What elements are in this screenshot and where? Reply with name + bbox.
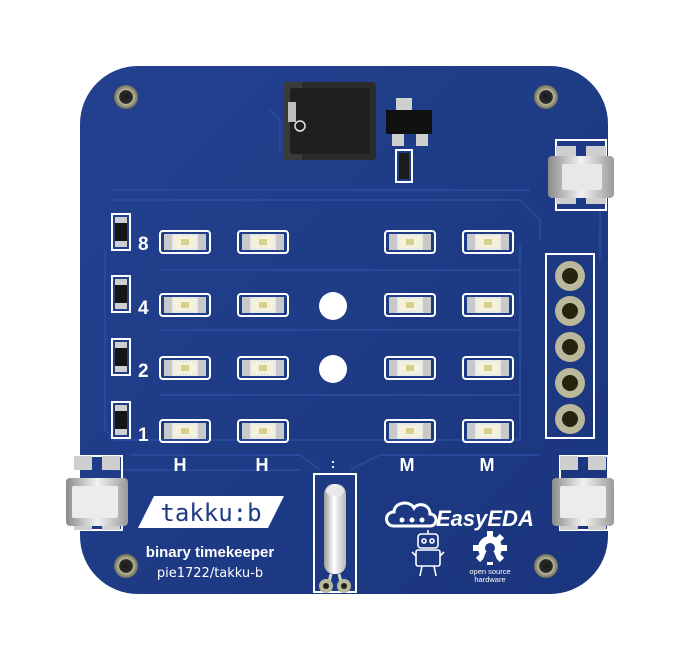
column-label-m1: M	[400, 455, 415, 475]
buzzer	[284, 82, 376, 160]
resistor-column	[111, 213, 131, 439]
led	[462, 293, 514, 317]
colon-hole-top	[319, 292, 347, 320]
transistor-sot23	[386, 98, 432, 183]
column-label-h2: H	[256, 455, 269, 475]
led	[237, 356, 289, 380]
column-label-m2: M	[480, 455, 495, 475]
crystal-oscillator	[313, 473, 357, 593]
row-label-8: 8	[138, 234, 149, 255]
led	[159, 293, 211, 317]
led	[462, 419, 514, 443]
led	[384, 293, 436, 317]
row-label-1: 1	[138, 425, 149, 446]
row-label-4: 4	[138, 298, 149, 319]
resistor	[111, 338, 131, 376]
resistor	[111, 275, 131, 313]
led	[384, 230, 436, 254]
led	[159, 356, 211, 380]
tactile-button-left	[66, 455, 128, 531]
copper-traces	[104, 109, 601, 471]
easyeda-text: EasyEDA	[436, 506, 534, 531]
row-label-2: 2	[138, 361, 149, 382]
tactile-button-top-right	[548, 139, 614, 211]
mounting-hole	[534, 85, 558, 109]
led	[237, 419, 289, 443]
colon-hole-bottom	[319, 355, 347, 383]
mounting-hole	[114, 554, 138, 578]
column-label-h1: H	[174, 455, 187, 475]
led	[159, 419, 211, 443]
led-matrix	[159, 230, 514, 443]
brand-logo-text: takku:b	[160, 499, 261, 527]
led	[384, 419, 436, 443]
easyeda-logo: EasyEDA	[385, 501, 534, 531]
mounting-holes	[114, 85, 558, 578]
cloud-icon	[385, 501, 438, 528]
pin-header	[545, 253, 595, 439]
brand-logo: takku:b	[138, 496, 284, 528]
led	[384, 356, 436, 380]
gear-icon	[473, 531, 507, 565]
oshw-logo: open source hardware	[469, 531, 511, 584]
brand-subtitle: binary timekeeper	[146, 544, 275, 561]
oshw-line2: hardware	[474, 575, 505, 584]
robot-mascot-icon	[411, 530, 445, 577]
colon-label: :	[331, 455, 336, 471]
tactile-button-bottom-right	[552, 455, 614, 531]
mounting-hole	[534, 554, 558, 578]
resistor	[111, 401, 131, 439]
oshw-line1: open source	[469, 567, 510, 576]
led	[462, 356, 514, 380]
resistor	[111, 213, 131, 251]
led	[159, 230, 211, 254]
led	[462, 230, 514, 254]
brand-repo: pie1722/takku-b	[157, 566, 263, 581]
led	[237, 293, 289, 317]
mounting-hole	[114, 85, 138, 109]
led	[237, 230, 289, 254]
